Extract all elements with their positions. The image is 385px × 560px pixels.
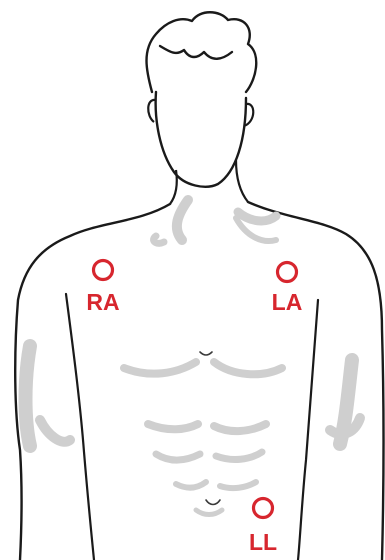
left-body-outline xyxy=(15,204,170,560)
right-body-outline xyxy=(248,202,384,560)
electrode-la: LA xyxy=(272,263,303,316)
left-inner-arm xyxy=(66,294,94,560)
electrode-ll: LL xyxy=(249,499,277,556)
head-outline xyxy=(156,92,246,187)
muscle-shading xyxy=(26,200,361,515)
right-inner-arm xyxy=(298,300,318,560)
neck-right xyxy=(236,160,248,202)
electrode-la-label: LA xyxy=(272,289,303,315)
hair xyxy=(147,12,257,92)
electrode-la-marker xyxy=(278,263,297,282)
electrode-ll-marker xyxy=(254,499,273,518)
electrode-ra: RA xyxy=(86,261,119,316)
electrode-ra-label: RA xyxy=(86,289,119,315)
electrode-ll-label: LL xyxy=(249,529,277,555)
neck-left xyxy=(170,170,177,204)
electrode-ra-marker xyxy=(94,261,113,280)
